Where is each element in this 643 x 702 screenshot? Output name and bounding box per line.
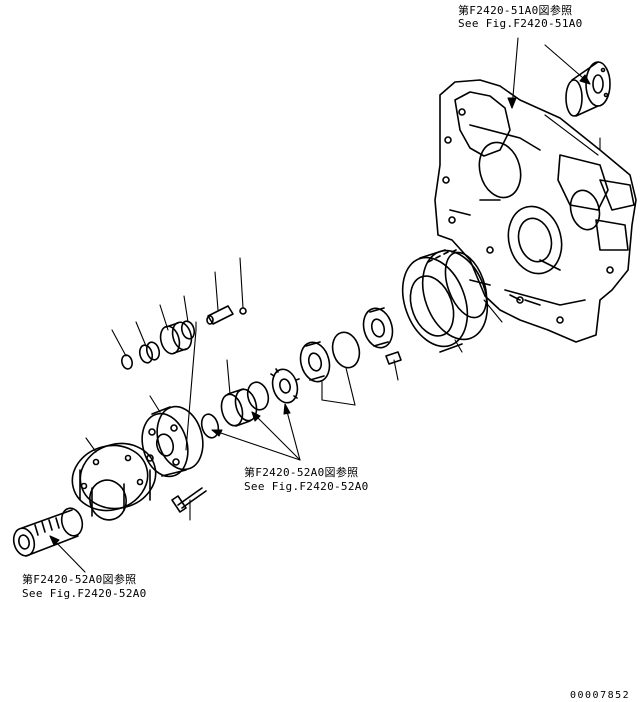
snap-ring-left <box>200 413 220 439</box>
retaining-ring <box>246 381 270 411</box>
ref-middle-jp: 第F2420-52A0図参照 <box>244 466 359 479</box>
leader-lines <box>49 37 601 573</box>
ball <box>239 307 247 315</box>
bearing-right <box>362 307 394 349</box>
ref-top-right-en: See Fig.F2420-51A0 <box>458 17 583 30</box>
ring-gear <box>401 249 489 353</box>
o-ring <box>444 251 488 319</box>
snap-ring <box>331 331 361 369</box>
bolt <box>171 487 207 513</box>
pin <box>385 351 402 365</box>
sun-gear <box>270 368 300 404</box>
flange-shaft <box>565 61 611 117</box>
part-number: 00007852 <box>570 690 631 701</box>
washer <box>121 354 133 370</box>
ref-top-right-jp: 第F2420-51A0図参照 <box>458 4 573 17</box>
transmission-housing <box>434 79 637 343</box>
needle-roller <box>138 341 161 364</box>
spline-shaft <box>12 507 84 557</box>
thrust-washer <box>180 320 196 340</box>
ref-middle-en: See Fig.F2420-52A0 <box>244 480 369 493</box>
bearing-middle <box>299 341 331 383</box>
shaft-pin <box>206 305 234 325</box>
ref-bottom-left-jp: 第F2420-52A0図参照 <box>22 573 137 586</box>
planet-pinion <box>159 321 193 355</box>
needle-bearing <box>220 388 258 427</box>
ref-bottom-left-en: See Fig.F2420-52A0 <box>22 587 147 600</box>
planet-carrier <box>141 405 204 478</box>
output-hub <box>71 442 157 521</box>
